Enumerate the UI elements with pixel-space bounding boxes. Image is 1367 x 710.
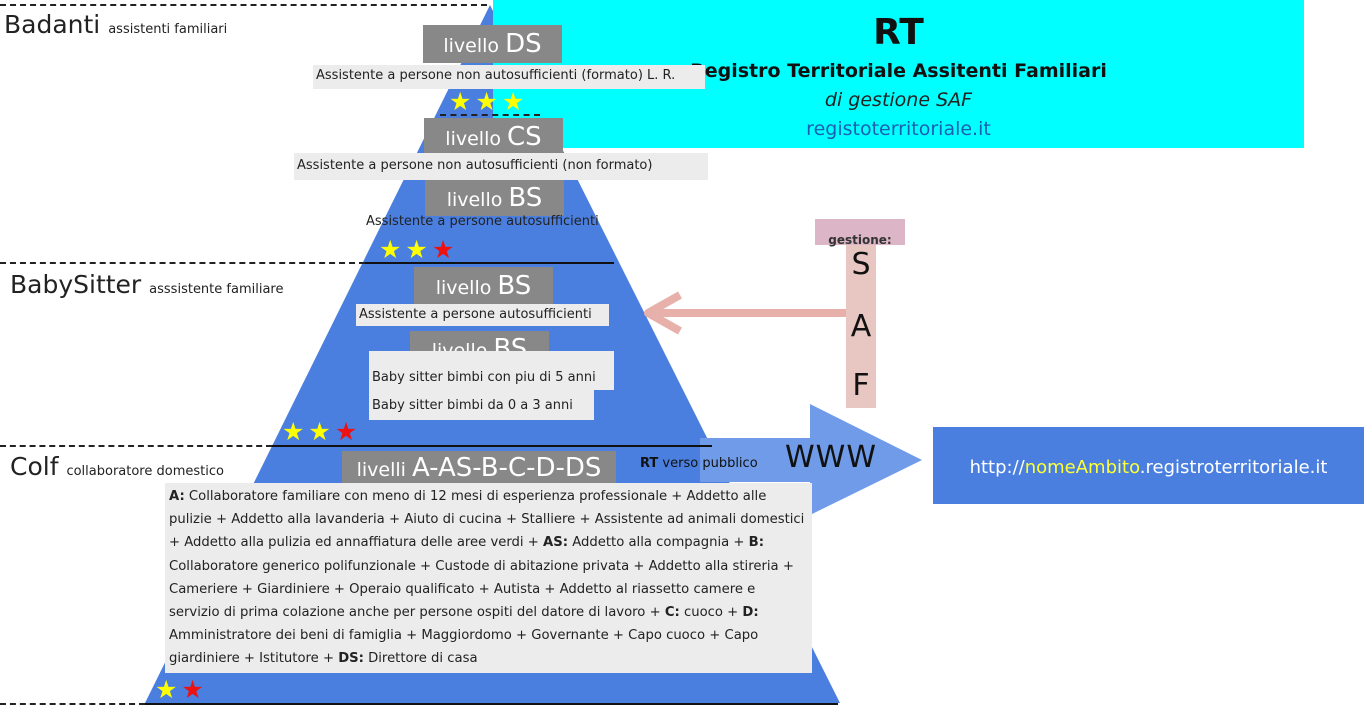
colf-desc-ds-text: Direttore di casa	[363, 651, 478, 667]
separator-babysitter	[0, 262, 365, 264]
category-colf-sub: collaboratore domestico	[66, 464, 224, 479]
colf-desc-as-label: AS:	[543, 535, 569, 551]
saf-header: gestione:	[815, 219, 905, 247]
category-babysitter-sub: asssistente familiare	[149, 282, 284, 297]
separator-badanti	[0, 4, 487, 6]
level-cs-desc: Assistente a persone non autosufficienti…	[294, 153, 708, 180]
level-cs-box: livello CS	[424, 118, 563, 156]
colf-desc-b-label: B:	[748, 535, 764, 551]
rt-subtitle: Registro Territoriale Assitenti Familiar…	[690, 60, 1107, 82]
url-suffix: .registroterritoriale.it	[1139, 457, 1328, 478]
level-bs2-box: livello BS	[414, 267, 553, 305]
saf-arrow	[644, 291, 846, 335]
level-colf-prefix: livelli	[356, 459, 406, 481]
level-ds-prefix: livello	[443, 35, 500, 57]
star-yellow: ★	[282, 417, 309, 446]
level-colf-code: A-AS-B-C-D-DS	[411, 453, 602, 483]
rt-public-rt: RT	[640, 456, 659, 471]
level-bs2-code: BS	[497, 271, 532, 301]
star-yellow: ★	[379, 235, 406, 264]
colf-desc-as-text: Addetto alla compagnia +	[568, 535, 749, 551]
colf-desc-d-text: Amministratore dei beni di famiglia + Ma…	[169, 628, 759, 667]
level-bs1-prefix: livello	[446, 189, 503, 211]
level-bs2-desc: Assistente a persone autosufficienti	[356, 304, 609, 326]
star-yellow: ★	[155, 675, 182, 704]
separator-ds-cs	[440, 114, 540, 116]
rt-public-label: RT verso pubblico	[640, 456, 758, 471]
separator-bottom-solid	[145, 703, 838, 705]
level-ds-desc: Assistente a persone non autosufficienti…	[313, 65, 705, 89]
stars-upper: ★★★	[379, 237, 458, 262]
level-cs-prefix: livello	[445, 128, 501, 150]
level-bs1-code: BS	[508, 183, 543, 213]
colf-desc-ds-label: DS:	[338, 651, 364, 667]
star-red: ★	[181, 675, 208, 704]
rt-website: registoterritoriale.it	[806, 118, 991, 140]
rt-title: RT	[873, 12, 924, 53]
www-label: WWW	[785, 440, 877, 475]
colf-description: A: Collaboratore familiare con meno di 1…	[165, 483, 812, 673]
saf-letter-s: S	[851, 247, 871, 282]
colf-desc-a-text: Collaboratore familiare con meno di 12 m…	[169, 489, 805, 551]
category-colf-name: Colf	[10, 452, 59, 481]
level-bs2-prefix: livello	[435, 277, 492, 299]
level-colf-box: livelli A-AS-B-C-D-DS	[342, 451, 616, 485]
category-colf: Colf collaboratore domestico	[10, 452, 224, 481]
stars-middle: ★★★	[282, 419, 361, 444]
www-arrow	[700, 404, 922, 515]
category-badanti-sub: assistenti familiari	[108, 22, 228, 37]
level-bs1-box: livello BS	[425, 180, 564, 216]
saf-letter-a: A	[850, 309, 872, 344]
level-bs3-desc1: Baby sitter bimbi con piu di 5 anni	[369, 351, 614, 390]
colf-desc-c-text: cuoco +	[679, 605, 743, 621]
rt-public-text: verso pubblico	[658, 456, 758, 471]
saf-bar	[846, 219, 876, 408]
url-highlight: nomeAmbito	[1024, 457, 1140, 478]
url-box[interactable]: http://nomeAmbito.registroterritoriale.i…	[933, 427, 1364, 504]
category-badanti-name: Badanti	[4, 10, 101, 39]
url-prefix: http://	[969, 457, 1025, 478]
star-yellow: ★	[449, 87, 476, 116]
separator-colf	[0, 445, 272, 447]
separator-babysitter-solid	[365, 262, 614, 264]
colf-desc-c-label: C:	[664, 605, 680, 621]
colf-desc-b-text: Collaboratore generico polifunzionale + …	[169, 558, 794, 621]
level-ds-box: livello DS	[423, 25, 562, 63]
star-yellow: ★	[475, 87, 502, 116]
category-babysitter-name: BabySitter	[10, 270, 142, 299]
level-ds-code: DS	[505, 29, 542, 59]
star-yellow: ★	[405, 235, 432, 264]
level-bs3-desc2: Baby sitter bimbi da 0 a 3 anni	[369, 390, 594, 420]
colf-desc-d-label: D:	[742, 605, 759, 621]
level-bs1-desc: Assistente a persone autosufficienti	[366, 214, 599, 229]
rt-management: di gestione SAF	[824, 89, 973, 111]
stars-bottom: ★★	[155, 677, 208, 702]
star-red: ★	[334, 417, 362, 446]
star-red: ★	[431, 235, 459, 264]
level-cs-code: CS	[507, 122, 542, 152]
colf-desc-a-label: A:	[169, 489, 185, 504]
star-yellow: ★	[501, 87, 529, 116]
category-babysitter: BabySitter asssistente familiare	[10, 270, 283, 299]
saf-letter-f: F	[852, 368, 870, 403]
star-yellow: ★	[308, 417, 335, 446]
stars-top: ★★★	[449, 89, 528, 114]
separator-bottom	[0, 703, 145, 705]
category-badanti: Badanti assistenti familiari	[4, 10, 227, 39]
separator-colf-solid	[272, 445, 712, 447]
